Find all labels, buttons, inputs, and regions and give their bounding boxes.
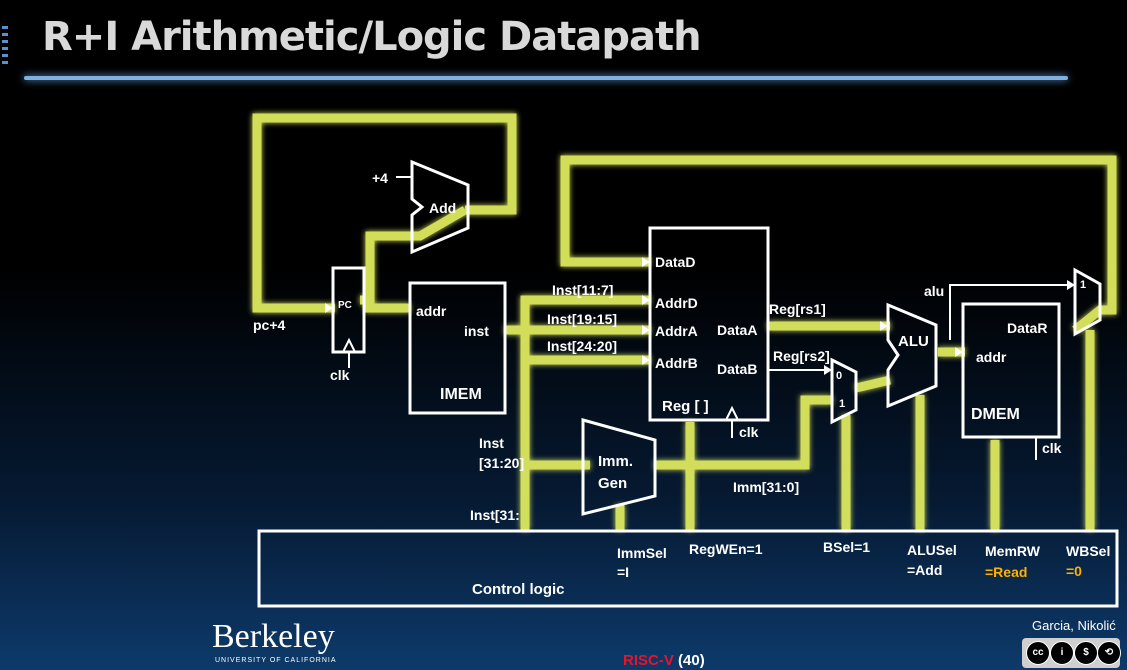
alu-label: ALU bbox=[898, 333, 929, 350]
wire-alu-bypass bbox=[949, 284, 1075, 340]
regfile-datad-label: DataD bbox=[655, 254, 696, 270]
immsel-label-1: ImmSel bbox=[617, 545, 667, 561]
imm-31-0-label: Imm[31:0] bbox=[733, 479, 800, 495]
immgen-label-1: Imm. bbox=[598, 453, 634, 470]
addrd-arrow bbox=[642, 295, 650, 305]
cc-icon: cc bbox=[1026, 641, 1050, 665]
wb-mux-in1-label: 1 bbox=[1080, 279, 1087, 291]
footer-prefix: RISC-V bbox=[623, 652, 674, 669]
cc-nc-icon: $ bbox=[1074, 641, 1098, 665]
alu-block bbox=[886, 302, 938, 409]
active-wires bbox=[252, 113, 1117, 530]
alusel-label-2: =Add bbox=[907, 562, 943, 578]
mux0-arrow bbox=[824, 365, 832, 375]
pc-clk-triangle bbox=[342, 337, 356, 353]
inactive-wires bbox=[396, 176, 1075, 371]
wire-pc-loop bbox=[252, 113, 517, 313]
wire-imm-mux bbox=[655, 395, 832, 470]
regfile-addrd-label: AddrD bbox=[655, 295, 698, 311]
adder-block bbox=[410, 159, 470, 255]
immsel-label-2: =I bbox=[617, 564, 630, 580]
reg-rs1-label: Reg[rs1] bbox=[769, 301, 826, 317]
bsel-mux-block bbox=[830, 357, 858, 425]
bsel-label: BSel=1 bbox=[823, 539, 871, 555]
immgen-label-2: Gen bbox=[598, 475, 628, 492]
cc-by-icon: i bbox=[1050, 641, 1074, 665]
addra-arrow bbox=[642, 325, 650, 335]
regfile-clk-label: clk bbox=[739, 424, 759, 440]
pc-plus4-label: pc+4 bbox=[253, 317, 286, 333]
inst-31-20-label-1: Inst bbox=[479, 435, 504, 451]
authors-label: Garcia, Nikolić bbox=[1032, 618, 1116, 633]
regfile-name-label: Reg [ ] bbox=[662, 398, 709, 415]
clock-marks bbox=[342, 337, 1037, 460]
inst-24-20-label: Inst[24:20] bbox=[547, 338, 618, 354]
inst-31-20-label-2: [31:20] bbox=[479, 455, 525, 471]
datad-arrow bbox=[642, 257, 650, 267]
control-logic-label: Control logic bbox=[472, 581, 565, 598]
imem-name-label: IMEM bbox=[440, 386, 482, 403]
regfile-block bbox=[648, 226, 770, 422]
wire-inst-bus bbox=[505, 295, 650, 335]
wbmux-arrow bbox=[1067, 280, 1075, 290]
regfile-addrb-label: AddrB bbox=[655, 355, 698, 371]
immgen-block bbox=[581, 418, 657, 516]
blocks bbox=[257, 159, 1119, 608]
alu-out-label: alu bbox=[924, 283, 945, 299]
control-logic-block bbox=[257, 529, 1119, 608]
reg-rs2-label: Reg[rs2] bbox=[773, 348, 830, 364]
imem-addr-label: addr bbox=[416, 303, 447, 319]
berkeley-logo-subtext: UNIVERSITY OF CALIFORNIA bbox=[215, 657, 337, 664]
memrw-label-2: =Read bbox=[985, 564, 1028, 580]
slide-footer: RISC-V (40) bbox=[623, 652, 705, 669]
wire-mux-alu bbox=[854, 375, 892, 393]
slide-decoration-dots bbox=[2, 26, 8, 66]
footer-page-number: (40) bbox=[678, 652, 705, 669]
regfile-datab-label: DataB bbox=[717, 361, 758, 377]
imem-block bbox=[408, 281, 507, 415]
bsel-mux-in0-label: 0 bbox=[836, 370, 843, 382]
inst-19-15-label: Inst[19:15] bbox=[547, 311, 618, 327]
dmem-clk-label: clk bbox=[1042, 440, 1062, 456]
wire-add-to-pc bbox=[360, 206, 468, 305]
alusel-label-1: ALUSel bbox=[907, 542, 957, 558]
pc-clk-label: clk bbox=[330, 367, 350, 383]
berkeley-logo: Berkeley bbox=[212, 618, 335, 655]
dmem-addr-label: addr bbox=[976, 349, 1007, 365]
alu-a-arrow bbox=[880, 321, 888, 331]
wb-mux-block bbox=[1073, 267, 1102, 337]
regwen-label: RegWEn=1 bbox=[689, 541, 763, 557]
adder-label: Add bbox=[429, 200, 457, 216]
plus4-label: +4 bbox=[372, 170, 388, 186]
cc-sa-icon: ⟲ bbox=[1097, 641, 1121, 665]
wbsel-label-2: =0 bbox=[1066, 563, 1082, 579]
addrb-arrow bbox=[642, 355, 650, 365]
pc-input-arrow bbox=[325, 303, 333, 313]
wbsel-label-1: WBSel bbox=[1066, 543, 1111, 559]
creative-commons-badge: cc i $ ⟲ bbox=[1022, 638, 1121, 668]
bsel-mux-in1-label: 1 bbox=[839, 398, 846, 410]
inst-31-bottom-label: Inst[31: bbox=[470, 507, 520, 523]
regfile-addra-label: AddrA bbox=[655, 323, 698, 339]
imem-inst-label: inst bbox=[464, 323, 489, 339]
slide-title: R+I Arithmetic/Logic Datapath bbox=[42, 14, 702, 60]
dmem-name-label: DMEM bbox=[971, 406, 1020, 423]
regfile-dataa-label: DataA bbox=[717, 322, 758, 338]
memrw-label-1: MemRW bbox=[985, 543, 1040, 559]
dmem-block bbox=[961, 302, 1061, 439]
pc-label: PC bbox=[338, 300, 352, 311]
title-rule bbox=[24, 76, 1068, 80]
dmem-addr-arrow bbox=[955, 347, 963, 357]
arrowheads bbox=[325, 257, 1075, 375]
reg-clk-triangle bbox=[725, 405, 739, 421]
inst-11-7-label: Inst[11:7] bbox=[552, 282, 614, 298]
dmem-datar-label: DataR bbox=[1007, 320, 1048, 336]
